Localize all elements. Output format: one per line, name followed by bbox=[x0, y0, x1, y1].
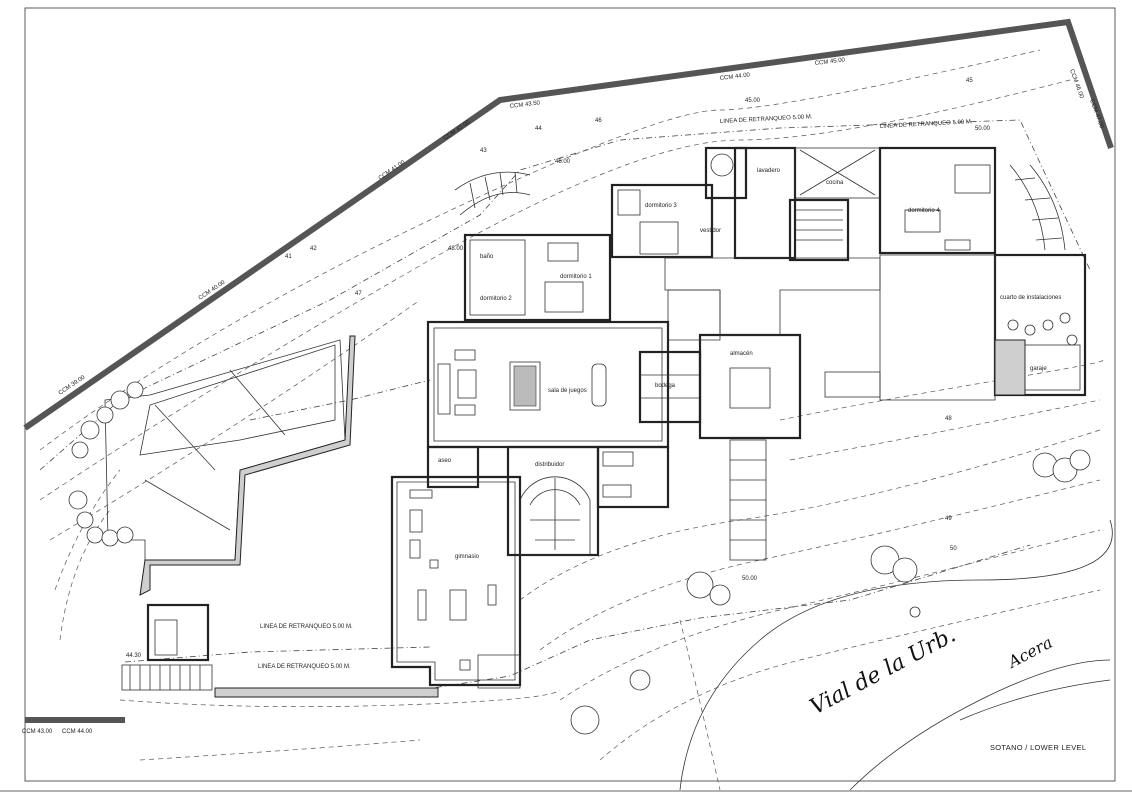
garden-stairs bbox=[454, 164, 1066, 251]
setback-label: LINEA DE RETRANQUEO 5.00 M. bbox=[260, 624, 353, 630]
room-label: cocina bbox=[826, 180, 844, 186]
boundary-label: CCM 46.00 bbox=[1068, 69, 1084, 100]
boundary-label: CCM 44.00 bbox=[62, 729, 93, 735]
boundary-label: CCM 42.00 bbox=[443, 119, 472, 141]
room-label: garaje bbox=[1030, 366, 1047, 372]
contour-number: 48 bbox=[945, 416, 952, 422]
contour-number: 42 bbox=[310, 246, 317, 252]
room-label: bodega bbox=[655, 383, 676, 389]
topographic-contours bbox=[39, 49, 1104, 791]
setback-label: LINEA DE RETRANQUEO 5.00 M. bbox=[258, 664, 351, 670]
room-label: dormitorio 2 bbox=[480, 296, 512, 302]
setback-label: LINEA DE RETRANQUEO 5.00 M. bbox=[880, 119, 973, 130]
contour-number: 49 bbox=[945, 516, 952, 522]
property-boundary bbox=[23, 18, 1114, 723]
contour-number: 45 bbox=[966, 78, 973, 84]
room-label: dormitorio 3 bbox=[645, 203, 677, 209]
elevation-mark: 44.30 bbox=[126, 653, 142, 659]
room-label: vestidor bbox=[700, 228, 721, 234]
contour-number: 41 bbox=[285, 254, 292, 260]
building-lower-level bbox=[214, 146, 1087, 698]
room-label: lavadero bbox=[757, 168, 781, 174]
room-label: gimnasio bbox=[455, 554, 480, 560]
room-label: dormitorio 1 bbox=[560, 274, 592, 280]
room-label: cuarto de instalaciones bbox=[1000, 295, 1061, 301]
boundary-label: CCM 45.00 bbox=[815, 57, 847, 67]
contour-number: 43 bbox=[480, 148, 487, 154]
landscaping-trees bbox=[68, 381, 1091, 735]
room-label: baño bbox=[480, 254, 494, 260]
road-edges bbox=[679, 519, 1113, 791]
sheet-frame bbox=[0, 7, 1132, 792]
elevation-mark: 46.00 bbox=[555, 159, 571, 165]
elevation-mark: 48.00 bbox=[448, 246, 464, 252]
contour-number: 47 bbox=[355, 291, 362, 297]
boundary-label: CCM 43.00 bbox=[22, 729, 53, 735]
contour-number: 50 bbox=[950, 546, 957, 552]
elevation-mark: 45.00 bbox=[745, 98, 761, 104]
setback-labels: LINEA DE RETRANQUEO 5.00 M. LINEA DE RET… bbox=[258, 114, 973, 670]
room-label: sala de juegos bbox=[548, 388, 587, 394]
contour-number: 46 bbox=[595, 118, 602, 124]
room-label: dormitorio 4 bbox=[908, 208, 940, 214]
contour-number: 44 bbox=[535, 126, 542, 132]
road-name: Vial de la Urb. bbox=[806, 623, 960, 721]
sidewalk-label: Acera bbox=[1003, 633, 1055, 673]
room-label: aseo bbox=[438, 458, 452, 464]
pool-terrace bbox=[104, 335, 356, 596]
setback-label: LINEA DE RETRANQUEO 5.00 M. bbox=[720, 114, 813, 125]
level-label: SOTANO / LOWER LEVEL bbox=[990, 743, 1086, 752]
elevation-marks: 45.00 46.00 48.00 50.00 50.00 44.30 bbox=[126, 98, 991, 659]
boundary-label: CCM 44.00 bbox=[720, 72, 752, 82]
contour-numbers: 41 42 43 44 45 46 47 48 49 50 bbox=[285, 78, 973, 552]
boundary-label: CCM 43.50 bbox=[510, 100, 542, 110]
elevation-mark: 50.00 bbox=[742, 576, 758, 582]
staircase-left bbox=[121, 603, 213, 691]
room-label: distribuidor bbox=[535, 462, 564, 468]
elevation-mark: 50.00 bbox=[975, 126, 991, 132]
room-label: almacén bbox=[730, 351, 753, 357]
room-labels: dormitorio 1 dormitorio 2 dormitorio 3 d… bbox=[438, 168, 1061, 560]
